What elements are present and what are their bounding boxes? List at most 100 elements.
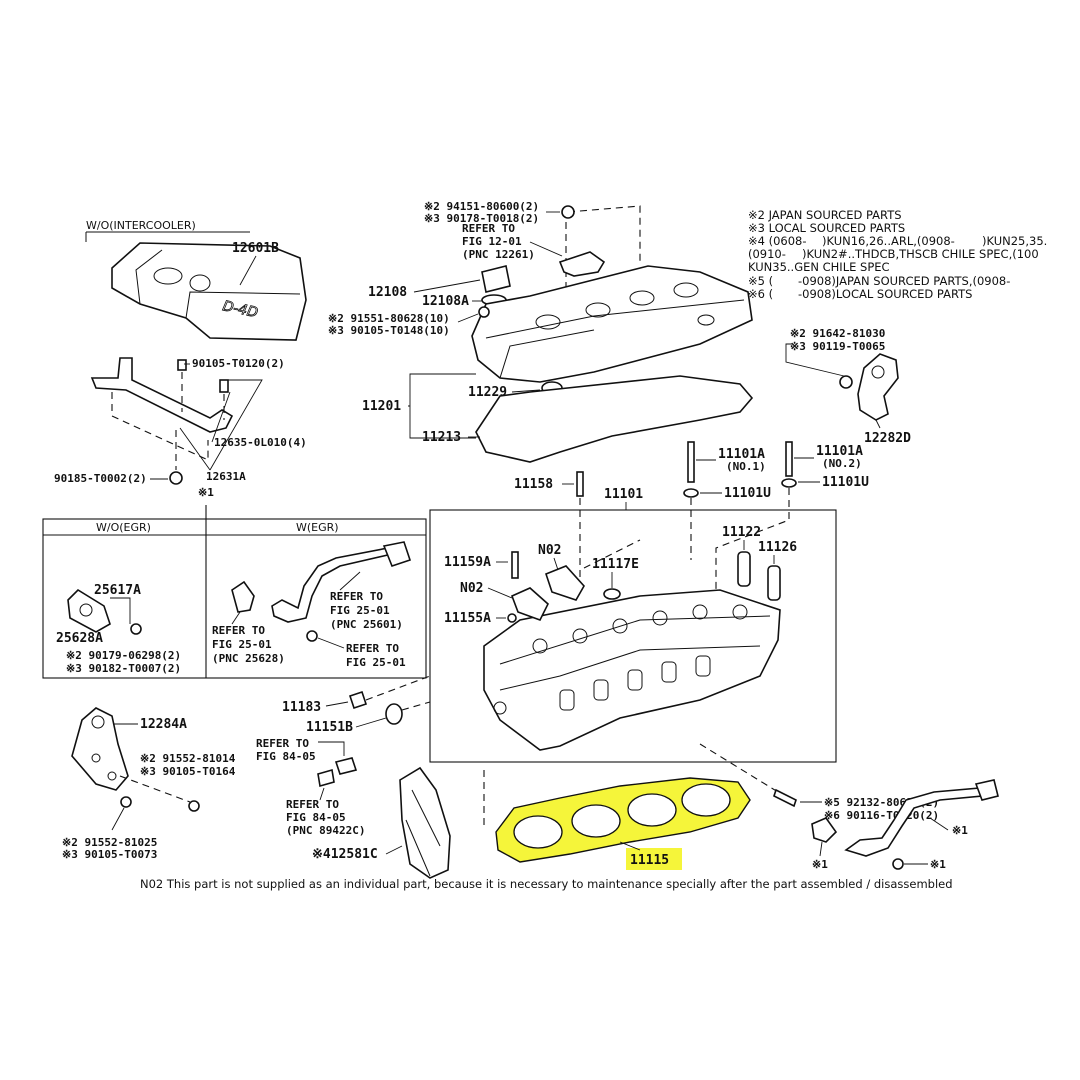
head-bolt-no1[interactable] [687, 441, 695, 483]
label-294151: ※2 94151-80600(2) [424, 200, 539, 213]
plug-11183-dash [365, 675, 431, 701]
bolt-90179[interactable] [130, 623, 142, 635]
label-11159a: 11159A [444, 555, 491, 570]
head-bolt-no2[interactable] [785, 441, 793, 477]
bolt-91551[interactable] [478, 306, 490, 318]
cylinder-head-box [429, 509, 837, 763]
head-port-4 [661, 661, 677, 683]
label-11101u-2: 11101U [822, 475, 869, 490]
bolt-91552-81025[interactable] [120, 796, 132, 808]
cover-bracket[interactable] [90, 357, 234, 433]
sensor-connector[interactable] [317, 768, 335, 788]
label-n02-b: N02 [460, 581, 483, 596]
label-refer-84-a: REFER TO [256, 737, 309, 750]
leader-291552-81025 [111, 807, 125, 831]
engine-cover-group: W/O(INTERCOOLER) D-4D 12601B 90105-T0120… [54, 219, 307, 499]
label-11101a-1b: (NO.1) [726, 460, 766, 473]
egr-pipe-flange[interactable] [382, 541, 412, 567]
gasket-bore-4 [681, 783, 731, 817]
bolt-91642[interactable] [839, 375, 853, 389]
egr-gasket[interactable] [231, 580, 255, 613]
note-line-2: ※3 LOCAL SOURCED PARTS [748, 221, 905, 235]
label-refer-89422-b: FIG 84-05 [286, 811, 346, 824]
label-90105-t0120: 90105-T0120(2) [192, 357, 285, 370]
bracket-dash-2 [175, 372, 225, 470]
egr-nut-right[interactable] [892, 858, 904, 870]
bolt-dash-lines [579, 488, 790, 600]
stud-11158[interactable] [576, 471, 584, 497]
engine-hanger-12284a[interactable] [71, 707, 129, 791]
camshaft-bearing-cap-n02-b[interactable] [510, 587, 549, 621]
gasket-25617a[interactable] [67, 588, 111, 633]
sensor-group: REFER TO FIG 84-05 REFER TO FIG 84-05 (P… [256, 737, 365, 837]
temp-sensor[interactable] [334, 757, 358, 775]
note-line-3b: )KUN16,26..ARL,(0908- [822, 234, 955, 248]
head-cam-3 [612, 618, 628, 634]
cover-port-2 [585, 302, 611, 318]
stud-12635[interactable] [219, 379, 229, 393]
hanger-hole-1 [91, 715, 105, 729]
gasket-25617a-hole [79, 603, 93, 617]
pcv-hose[interactable] [558, 251, 606, 277]
head-gasket-group: 11115 [495, 777, 751, 870]
label-w-egr: W(EGR) [296, 521, 339, 534]
timing-cover-12581c[interactable] [399, 766, 451, 879]
label-412581c: ※412581C [312, 847, 378, 862]
leader-11115 [619, 841, 641, 851]
label-11101: 11101 [604, 487, 643, 502]
bracket-dash [111, 392, 209, 461]
leader-12282d [875, 419, 881, 429]
egr-nut[interactable] [306, 630, 318, 642]
leader-11229 [511, 389, 541, 393]
cap-dash [583, 539, 641, 569]
bolt-11159a[interactable] [511, 551, 519, 579]
label-11201: 11201 [362, 399, 401, 414]
nut-90185[interactable] [169, 471, 183, 485]
valve-guide-11126[interactable] [767, 565, 781, 601]
label-w-o-egr: W/O(EGR) [96, 521, 151, 534]
head-port-5 [695, 655, 711, 677]
note-line-3a: ※4 (0608- [748, 234, 807, 248]
pin-11155a[interactable] [507, 613, 517, 623]
label-refer-fig12-c: (PNC 12261) [462, 248, 535, 261]
bolt-94151[interactable] [561, 205, 575, 219]
timing-cover-ribs [405, 789, 441, 877]
cover-port-3 [629, 290, 655, 306]
engine-hook-12282d[interactable] [857, 353, 899, 421]
label-12635: 12635-0L010(4) [214, 436, 307, 449]
label-12108: 12108 [368, 285, 407, 300]
camshaft-bearing-cap-n02-a[interactable] [545, 565, 585, 601]
cover-12581c-group: ※412581C [312, 766, 485, 879]
note-line-5: KUN35..GEN CHILE SPEC [748, 260, 890, 274]
plug-11183[interactable] [348, 690, 368, 710]
valve-guide-11122[interactable] [737, 551, 751, 587]
label-11126: 11126 [758, 540, 797, 555]
leader-291642 [785, 343, 845, 377]
valve-cover-group: ※2 94151-80600(2) ※3 90178-T0018(2) REFE… [328, 200, 754, 463]
cover-port-5 [697, 314, 715, 326]
stud-92132[interactable] [773, 788, 797, 808]
plug-11117e[interactable] [603, 588, 621, 600]
label-11158: 11158 [514, 477, 553, 492]
oil-filler-cap[interactable] [481, 265, 511, 293]
engine-cover[interactable] [111, 242, 307, 341]
washer-11101u-2[interactable] [781, 478, 797, 488]
cover-gasket-11213[interactable] [475, 375, 754, 463]
leader-11151b [355, 717, 387, 728]
note-line-7a: ※6 ( [748, 287, 773, 301]
seal-11151b[interactable] [385, 703, 403, 725]
egr-gasket-right[interactable] [811, 817, 838, 843]
egr-pipe-right-flange[interactable] [974, 779, 999, 801]
cover-port-1 [535, 314, 561, 330]
label-11213: 11213 [422, 430, 461, 445]
head-port-1 [559, 689, 575, 711]
leader-refer-25601 [339, 571, 361, 591]
washer-11101u-1[interactable] [683, 488, 699, 498]
bolt-91552-81014[interactable] [188, 800, 200, 812]
label-290179: ※2 90179-06298(2) [66, 649, 181, 662]
label-11151b: 11151B [306, 720, 353, 735]
label-refer-2501-b: FIG 25-01 [346, 656, 406, 669]
bolt-90105-t0120[interactable] [177, 359, 187, 371]
leader-n02-a [553, 557, 559, 571]
